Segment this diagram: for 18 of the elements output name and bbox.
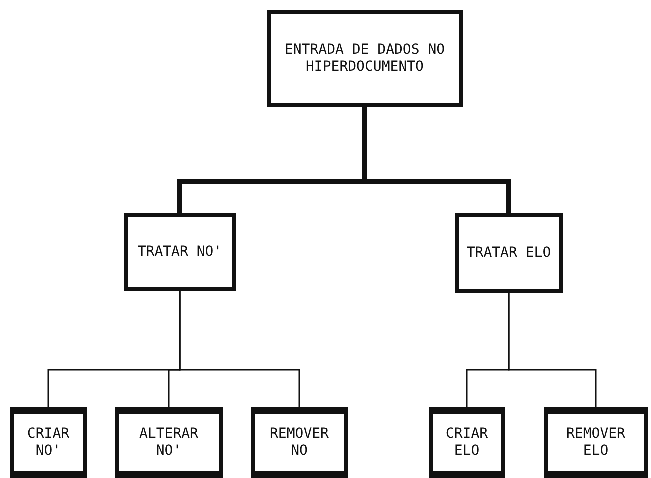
box-label: CRIAR NO' xyxy=(26,426,71,460)
leaf-box xyxy=(10,407,87,478)
leaf-box xyxy=(544,407,648,478)
connector-line xyxy=(508,293,597,407)
connector-line xyxy=(179,291,300,407)
box-label: REMOVER ELO xyxy=(565,426,626,460)
box-label: TRATAR NO' xyxy=(138,244,222,260)
box-label: ENTRADA DE DADOS NO HIPERDOCUMENTO xyxy=(284,42,446,76)
process-box xyxy=(267,10,463,107)
process-box xyxy=(124,213,236,291)
leaf-box xyxy=(115,407,223,478)
process-box xyxy=(455,213,563,293)
box-label: ALTERAR NO' xyxy=(138,426,200,460)
leaf-box xyxy=(429,407,505,478)
leaf-box xyxy=(251,407,348,478)
box-label: CRIAR ELO xyxy=(444,426,490,460)
box-label: REMOVER NO xyxy=(268,426,330,460)
box-label: TRATAR ELO xyxy=(466,244,552,262)
